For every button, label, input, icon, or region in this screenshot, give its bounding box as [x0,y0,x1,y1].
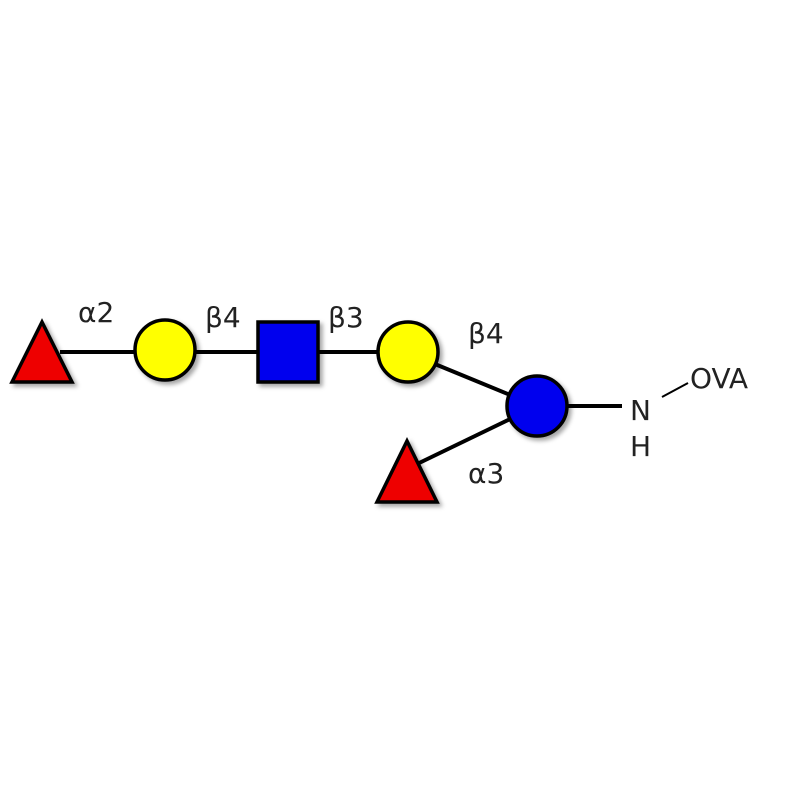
galactose-circle-icon [376,320,440,384]
aglycone-n: N [630,394,651,427]
linkage-label: β4 [205,301,241,334]
linkage-label: β3 [328,301,364,334]
glucose-circle-icon [505,374,569,438]
linkage-label: α3 [468,457,504,490]
bond-n-ova [661,382,689,398]
fucose-triangle-icon [9,318,75,384]
glcnac-square-icon [256,320,320,384]
linkage-label: β4 [468,317,504,350]
aglycone-ova: OVA [690,362,748,395]
aglycone-h: H [630,430,651,463]
linkage-label: α2 [78,296,114,329]
fucose-triangle-icon [374,437,440,504]
galactose-circle-icon [133,318,197,382]
